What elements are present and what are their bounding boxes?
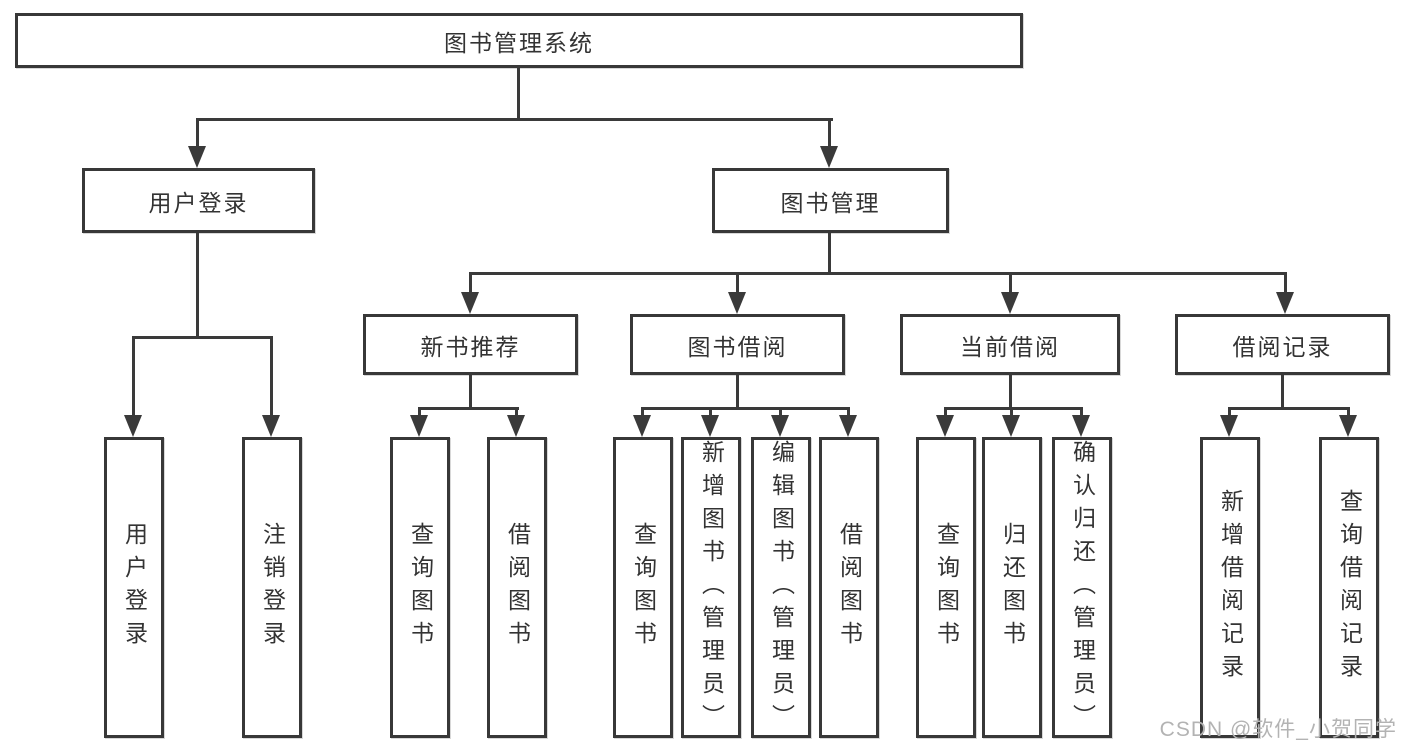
connector-stem [196,118,199,148]
connector-stem [828,233,831,274]
arrowhead-down-icon [820,146,838,168]
node-new-book-recommendation: 新书推荐 [363,314,578,375]
leaf-label: 编辑图书（管理员） [768,440,795,737]
arrowhead-down-icon [1001,292,1019,314]
leaf-query-books: 查询图书 [390,437,450,738]
leaf-borrow-books: 借阅图书 [487,437,547,738]
arrowhead-down-icon [507,415,525,437]
arrowhead-down-icon [1276,292,1294,314]
arrowhead-down-icon [410,415,428,437]
leaf-label: 注销登录 [259,521,286,654]
arrowhead-down-icon [262,415,280,437]
connector-stem [1009,375,1012,409]
leaf-label: 确认归还（管理员） [1069,440,1096,737]
leaf-label: 查询图书 [630,521,657,654]
leaf-query-books: 查询图书 [916,437,976,738]
node-user-login: 用户登录 [82,168,315,233]
connector-rail [1228,407,1350,410]
arrowhead-down-icon [1002,415,1020,437]
connector-stem [641,407,644,417]
connector-stem [944,407,947,417]
node-borrowing-records: 借阅记录 [1175,314,1390,375]
connector-stem [270,336,273,416]
leaf-query-borrow-record: 查询借阅记录 [1319,437,1379,738]
connector-stem [517,66,520,120]
connector-stem [196,233,199,338]
leaf-label: 用户登录 [121,521,148,654]
node-book-management: 图书管理 [712,168,949,233]
connector-stem [1009,272,1012,294]
node-current-borrowing: 当前借阅 [900,314,1120,375]
leaf-user-login: 用户登录 [104,437,164,738]
leaf-label: 借阅图书 [504,521,531,654]
root-node: 图书管理系统 [15,13,1023,68]
watermark-csdn: CSDN @软件_小贺同学 [1159,718,1397,741]
leaf-add-borrow-record: 新增借阅记录 [1200,437,1260,738]
leaf-label: 查询借阅记录 [1336,488,1363,687]
connector-stem [1284,272,1287,294]
leaf-confirm-return-admin: 确认归还（管理员） [1052,437,1112,738]
arrowhead-down-icon [701,415,719,437]
leaf-query-books: 查询图书 [613,437,673,738]
connector-stem [736,272,739,294]
connector-stem [469,375,472,409]
connector-stem [1080,407,1083,417]
connector-rail [641,407,850,410]
arrowhead-down-icon [124,415,142,437]
leaf-return-books: 归还图书 [982,437,1042,738]
connector-stem [828,118,831,148]
connector-stem [709,407,712,417]
connector-rail [418,407,519,410]
connector-rail [196,118,833,121]
arrowhead-down-icon [771,415,789,437]
connector-rail [132,336,273,339]
leaf-borrow-books: 借阅图书 [819,437,879,738]
connector-stem [418,407,421,417]
arrowhead-down-icon [728,292,746,314]
connector-stem [132,336,135,416]
arrowhead-down-icon [1072,415,1090,437]
connector-stem [515,407,518,417]
leaf-label: 归还图书 [999,521,1026,654]
arrowhead-down-icon [839,415,857,437]
connector-stem [469,272,472,294]
connector-stem [847,407,850,417]
leaf-label: 查询图书 [407,521,434,654]
arrowhead-down-icon [188,146,206,168]
connector-stem [1010,407,1013,417]
arrowhead-down-icon [936,415,954,437]
leaf-label: 查询图书 [933,521,960,654]
connector-stem [1281,375,1284,409]
arrowhead-down-icon [461,292,479,314]
arrowhead-down-icon [1339,415,1357,437]
leaf-label: 借阅图书 [836,521,863,654]
leaf-label: 新增借阅记录 [1217,488,1244,687]
leaf-add-book-admin: 新增图书（管理员） [681,437,741,738]
connector-stem [1347,407,1350,417]
arrowhead-down-icon [633,415,651,437]
leaf-edit-book-admin: 编辑图书（管理员） [751,437,811,738]
connector-rail [944,407,1083,410]
node-book-borrowing: 图书借阅 [630,314,845,375]
connector-rail [469,272,1287,275]
leaf-logout: 注销登录 [242,437,302,738]
connector-stem [1228,407,1231,417]
leaf-label: 新增图书（管理员） [698,440,725,737]
connector-stem [736,375,739,409]
arrowhead-down-icon [1220,415,1238,437]
connector-stem [779,407,782,417]
